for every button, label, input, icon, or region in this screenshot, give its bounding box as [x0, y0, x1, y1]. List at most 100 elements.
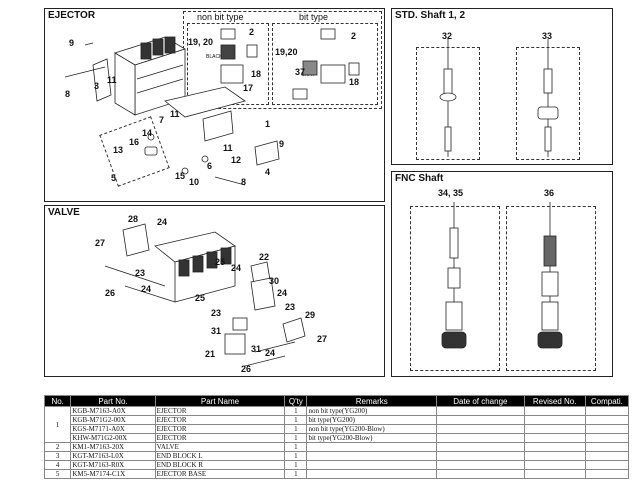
cell-no: 1: [43, 406, 72, 443]
callout-7: 7: [159, 115, 165, 125]
callout-27: 27: [317, 334, 328, 344]
cell-name: EJECTOR: [154, 424, 286, 434]
cell-part-no: KM5-M7174-C1X: [70, 469, 156, 479]
cell-part-no: KGT-M7163-R0X: [70, 460, 156, 470]
callout-24: 24: [141, 284, 152, 294]
cell-qty: 1: [284, 442, 308, 452]
cell-qty: 1: [284, 424, 308, 434]
callout-26: 26: [241, 364, 252, 374]
callout-15: 15: [175, 171, 186, 181]
cell-remarks: [306, 460, 438, 470]
callout-11: 11: [170, 109, 180, 119]
cell-remarks: bit type(YG200-Blow): [306, 433, 438, 443]
callout-25: 25: [195, 293, 206, 303]
cell-qty: 1: [284, 415, 308, 425]
cell-qty: 1: [284, 433, 308, 443]
col-qty: Q'ty: [284, 395, 308, 407]
cell-name: END BLOCK R: [154, 460, 286, 470]
callout-11: 11: [223, 143, 233, 153]
callout-25: 25: [215, 257, 226, 267]
callout-24: 24: [157, 217, 168, 227]
table-row: KGB-M71G2-00X EJECTOR 1 bit type(YG200): [45, 415, 630, 425]
cell-remarks: non bit type(YG200): [306, 406, 438, 416]
table-row: 1 KGB-M7163-A0X EJECTOR 1 non bit type(Y…: [43, 406, 630, 443]
callout-32: 32: [442, 31, 453, 41]
callout-23: 23: [211, 308, 222, 318]
callout-24: 24: [231, 263, 242, 273]
cell-no: 4: [43, 460, 72, 470]
valve-panel: VALVE 28 24 27 23 26 24 25 25 24 22 30 2…: [44, 205, 385, 377]
cell-qty: 1: [284, 451, 308, 461]
cell-part-no: KGB-M71G2-00X: [70, 415, 156, 425]
cell-qty: 1: [284, 460, 308, 470]
std-shaft-drawing: [439, 39, 559, 157]
callout-12: 12: [231, 155, 242, 165]
callout-24: 24: [277, 288, 288, 298]
callout-4: 4: [265, 167, 271, 177]
col-compati: Compati.: [584, 395, 630, 407]
table-row: KHW-M71G2-00X EJECTOR 1 bit type(YG200-B…: [45, 433, 630, 443]
callout-28: 28: [128, 214, 139, 224]
cell-name: EJECTOR BASE: [154, 469, 286, 479]
valve-drawing: [104, 223, 306, 367]
cell-no: 5: [43, 469, 72, 479]
callout-33: 33: [542, 31, 553, 41]
callout-16: 16: [129, 137, 140, 147]
callout-17: 17: [243, 83, 254, 93]
callout-11: 11: [107, 75, 117, 85]
col-revised-no: Revised No.: [523, 395, 586, 407]
callout-29: 29: [305, 310, 316, 320]
callout-34-35: 34, 35: [438, 188, 464, 198]
callout-2-bit: 2: [351, 31, 357, 41]
col-part-no: Part No.: [70, 395, 156, 407]
non-bit-type-label: non bit type: [197, 12, 244, 22]
callout-8: 8: [241, 177, 247, 187]
fnc-shaft-drawing: [441, 202, 563, 349]
fnc-shaft-panel: FNC Shaft 34, 35 36: [391, 171, 613, 377]
std-shaft-title: STD. Shaft 1, 2: [395, 10, 466, 21]
std-shaft-panel: STD. Shaft 1, 2 32 33: [391, 8, 613, 165]
callout-27: 27: [95, 238, 106, 248]
cell-remarks: [306, 442, 438, 452]
col-part-name: Part Name: [154, 395, 286, 407]
cell-part-no: KHW-M71G2-00X: [70, 433, 156, 443]
callout-36: 36: [544, 188, 555, 198]
callout-31: 31: [211, 326, 222, 336]
table-row: 2 KM1-M7163-20X VALVE 1: [43, 442, 630, 452]
col-no: No.: [43, 395, 72, 407]
ejector-drawing: [64, 28, 360, 186]
callout-3: 3: [94, 81, 100, 91]
callout-5: 5: [111, 173, 117, 183]
callout-14: 14: [142, 128, 153, 138]
table-row: KGS-M7171-A0X EJECTOR 1 non bit type(YG2…: [45, 424, 630, 434]
cell-qty: 1: [284, 469, 308, 479]
ejector-title: EJECTOR: [48, 10, 96, 21]
fnc-shaft-title: FNC Shaft: [395, 173, 444, 184]
cell-name: EJECTOR: [154, 433, 286, 443]
callout-18-bit: 18: [349, 77, 360, 87]
cell-no: 2: [43, 442, 72, 452]
bit-subbox: [272, 23, 378, 105]
bit-type-label: bit type: [299, 12, 329, 22]
callout-24: 24: [265, 348, 276, 358]
col-remarks: Remarks: [306, 395, 438, 407]
callout-19-20-bit: 19,20: [275, 47, 298, 57]
cell-part-no: KM1-M7163-20X: [70, 442, 156, 452]
shaft-36-box: [506, 206, 596, 371]
table-row: 5 KM5-M7174-C1X EJECTOR BASE 1: [43, 469, 630, 479]
cell-name: EJECTOR: [154, 406, 286, 416]
cell-no: 3: [43, 451, 72, 461]
callout-37: 37: [295, 67, 306, 77]
callout-2: 2: [249, 27, 255, 37]
callout-13: 13: [113, 145, 124, 155]
cell-part-no: KGT-M7163-L0X: [70, 451, 156, 461]
cell-name: EJECTOR: [154, 415, 286, 425]
cell-remarks: non bit type(YG200-Blow): [306, 424, 438, 434]
callout-23: 23: [135, 268, 146, 278]
callout-30: 30: [269, 276, 280, 286]
table-row: 4 KGT-M7163-R0X END BLOCK R 1: [43, 460, 630, 470]
callout-23: 23: [285, 302, 296, 312]
cell-name: VALVE: [154, 442, 286, 452]
callout-9: 9: [69, 38, 75, 48]
callout-19-20: 19, 20: [188, 37, 214, 47]
